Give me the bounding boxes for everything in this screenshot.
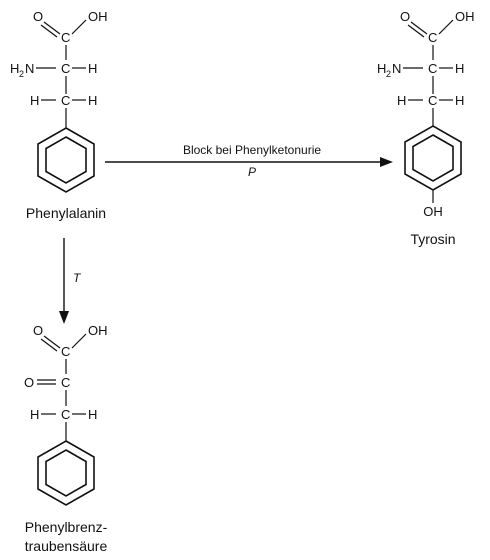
beta-hydrogen-right: H bbox=[88, 93, 97, 108]
benzene-inner-ring bbox=[45, 449, 87, 497]
double-bond-1 bbox=[410, 21, 428, 35]
alpha-carbon: C bbox=[61, 61, 70, 76]
side-reaction: T bbox=[59, 238, 82, 324]
amino-subscript: 2 bbox=[386, 69, 391, 79]
enzyme-t-label: T bbox=[73, 271, 82, 285]
keto-carbon: C bbox=[61, 375, 70, 390]
alpha-hydrogen: H bbox=[88, 61, 97, 76]
amino-h: H bbox=[377, 61, 386, 76]
benzene-ring bbox=[37, 127, 95, 193]
enzyme-p-label: P bbox=[248, 165, 256, 179]
benzene-inner-ring bbox=[45, 136, 87, 184]
phenylpyruvic-acid-structure: O OH C O C H C H Phenylbrenz- traubensäu… bbox=[24, 323, 108, 554]
arrow-head-down bbox=[59, 311, 69, 324]
para-hydroxyl: OH bbox=[423, 204, 443, 219]
carboxyl-carbon: C bbox=[61, 344, 70, 359]
tyrosine-name: Tyrosin bbox=[410, 231, 455, 247]
amino-subscript: 2 bbox=[19, 69, 24, 79]
keto-oxygen: O bbox=[24, 375, 34, 390]
hydroxyl-group: OH bbox=[455, 9, 475, 24]
block-label: Block bei Phenylketonurie bbox=[183, 143, 321, 157]
amino-n: N bbox=[25, 61, 34, 76]
main-reaction: Block bei Phenylketonurie P bbox=[105, 143, 393, 179]
hydroxyl-group: OH bbox=[88, 9, 108, 24]
c-oh-bond bbox=[71, 333, 87, 349]
carbonyl-oxygen: O bbox=[33, 323, 43, 338]
phenylalanine-structure: O OH C H 2 N C H H C H Phenylalanin bbox=[10, 9, 108, 221]
phenylpyruvic-name-line1: Phenylbrenz- bbox=[25, 519, 108, 535]
carboxyl-carbon: C bbox=[61, 30, 70, 45]
beta-carbon: C bbox=[428, 93, 437, 108]
beta-carbon: C bbox=[61, 93, 70, 108]
benzene-inner-ring bbox=[412, 134, 454, 182]
amino-n: N bbox=[392, 61, 401, 76]
tyrosine-structure: O OH C H 2 N C H H C H OH Tyrosin bbox=[377, 9, 475, 247]
carbonyl-oxygen: O bbox=[400, 9, 410, 24]
c-oh-bond bbox=[71, 19, 87, 35]
alpha-carbon: C bbox=[428, 61, 437, 76]
amino-h: H bbox=[10, 61, 19, 76]
phenylpyruvic-name-line2: traubensäure bbox=[25, 538, 108, 554]
phenylalanine-name: Phenylalanin bbox=[26, 205, 106, 221]
methylene-carbon: C bbox=[61, 407, 70, 422]
double-bond-2 bbox=[407, 24, 425, 38]
methylene-hydrogen-right: H bbox=[88, 407, 97, 422]
beta-hydrogen-left: H bbox=[397, 93, 406, 108]
beta-hydrogen-left: H bbox=[30, 93, 39, 108]
double-bond-1 bbox=[43, 21, 61, 35]
hydroxyl-group: OH bbox=[88, 323, 108, 338]
alpha-hydrogen: H bbox=[455, 61, 464, 76]
double-bond-1 bbox=[43, 335, 61, 349]
carboxyl-carbon: C bbox=[428, 30, 437, 45]
benzene-ring bbox=[37, 440, 95, 506]
double-bond-2 bbox=[40, 24, 58, 38]
double-bond-2 bbox=[40, 338, 58, 352]
c-oh-bond bbox=[438, 19, 454, 35]
methylene-hydrogen-left: H bbox=[30, 407, 39, 422]
arrow-head bbox=[380, 157, 393, 167]
carbonyl-oxygen: O bbox=[33, 9, 43, 24]
beta-hydrogen-right: H bbox=[455, 93, 464, 108]
